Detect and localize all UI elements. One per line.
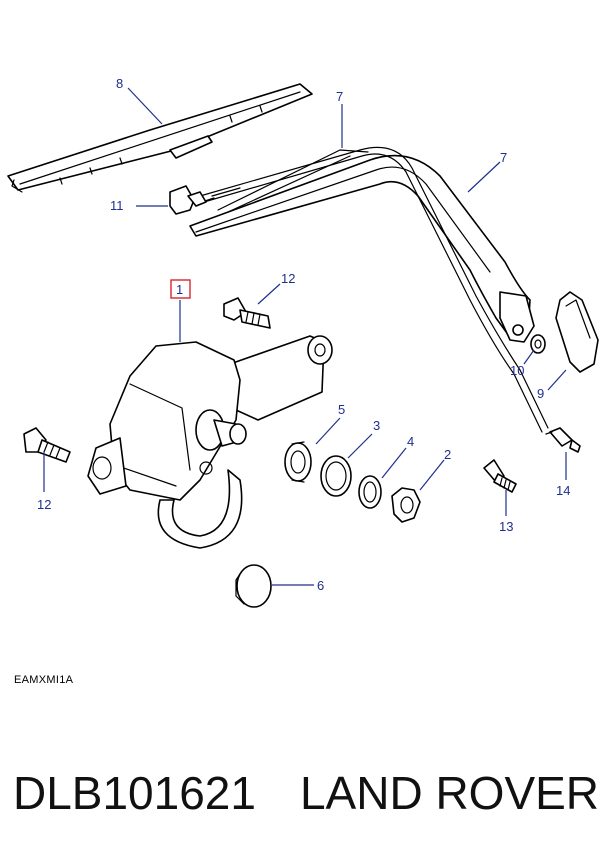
caption: DLB101621 LAND ROVER [0,758,612,828]
spindle-cover [555,291,599,373]
callout-4: 4 [407,434,414,449]
callout-5: 5 [338,402,345,417]
brand-name: LAND ROVER [299,767,600,819]
wiper-blade [7,83,313,193]
cover-cap [235,564,272,608]
callout-12-upper: 12 [281,271,295,286]
callout-9: 9 [537,386,544,401]
spindle-nut-small [530,334,546,354]
callout-2: 2 [444,447,451,462]
callout-7-arm: 7 [500,150,507,165]
check-valve [545,427,581,453]
callout-11: 11 [110,198,124,213]
washer-hose [199,146,549,433]
hose-connector [169,185,207,215]
callout-14: 14 [556,483,570,498]
callout-3: 3 [373,418,380,433]
callout-labels: 8 7 7 11 12 1 10 9 5 3 4 2 14 12 13 6 [37,76,570,593]
diagram-reference-code: EAMXMI1A [14,674,74,686]
bolt-upper [223,297,271,329]
washer-small [358,475,382,509]
washer-large [320,455,352,497]
part-number: DLB101621 [12,767,256,819]
callout-1: 1 [176,282,183,297]
callout-6: 6 [317,578,324,593]
grommet [284,441,312,483]
wiper-motor [87,335,333,549]
callout-7-upper: 7 [336,89,343,104]
callout-8: 8 [116,76,123,91]
bolt-lower [23,427,71,463]
callout-12-lower: 12 [37,497,51,512]
callout-13: 13 [499,519,513,534]
leader-lines [43,87,567,586]
callout-10: 10 [510,363,524,378]
parts-diagram: 8 7 7 11 12 1 10 9 5 3 4 2 14 12 13 6 [7,76,599,608]
hex-nut [391,487,421,523]
washer-jet [483,459,517,493]
highlight-box [170,279,191,299]
